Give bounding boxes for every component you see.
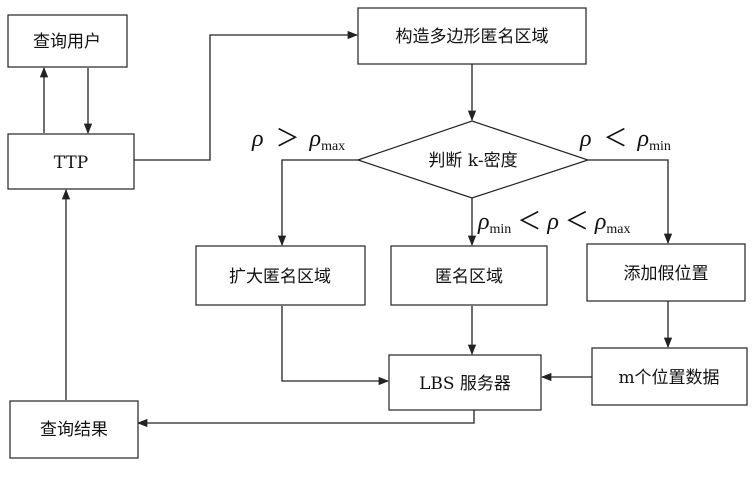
node-ttp: TTP [8, 134, 134, 189]
node-expand-region: 扩大匿名区域 [196, 246, 365, 305]
node-query-result-label: 查询结果 [40, 420, 108, 440]
node-anon-region: 匿名区域 [391, 246, 547, 305]
node-query-result: 查询结果 [10, 401, 138, 458]
edge-expand-to-lbs [282, 306, 388, 381]
edge-lbs-to-result [138, 410, 474, 423]
node-construct-polygon: 构造多边形匿名区域 [358, 8, 586, 64]
node-query-user: 查询用户 [8, 15, 127, 67]
node-lbs-server: LBS 服务器 [389, 355, 541, 410]
condition-between-min-max: ρmin＜ρ＜ρmax [477, 209, 630, 237]
node-judge-k-density: 判断 k-密度 [358, 121, 588, 198]
node-add-fake-location-label: 添加假位置 [624, 264, 709, 284]
node-judge-k-density-label: 判断 k-密度 [428, 151, 517, 171]
node-anon-region-label: 匿名区域 [435, 267, 503, 287]
edge-judge-to-expand [282, 160, 358, 245]
condition-less-than-min: ρ＜ρmin [579, 126, 671, 154]
condition-greater-than-max: ρ＞ρmax [251, 126, 345, 154]
node-construct-polygon-label: 构造多边形匿名区域 [396, 27, 549, 47]
node-expand-region-label: 扩大匿名区域 [229, 267, 331, 287]
node-m-location-data-label: m个位置数据 [618, 368, 719, 388]
node-lbs-server-label: LBS 服务器 [419, 374, 511, 394]
node-add-fake-location: 添加假位置 [587, 244, 745, 301]
node-m-location-data: m个位置数据 [592, 348, 747, 405]
node-ttp-label: TTP [54, 153, 88, 173]
node-query-user-label: 查询用户 [33, 32, 101, 52]
